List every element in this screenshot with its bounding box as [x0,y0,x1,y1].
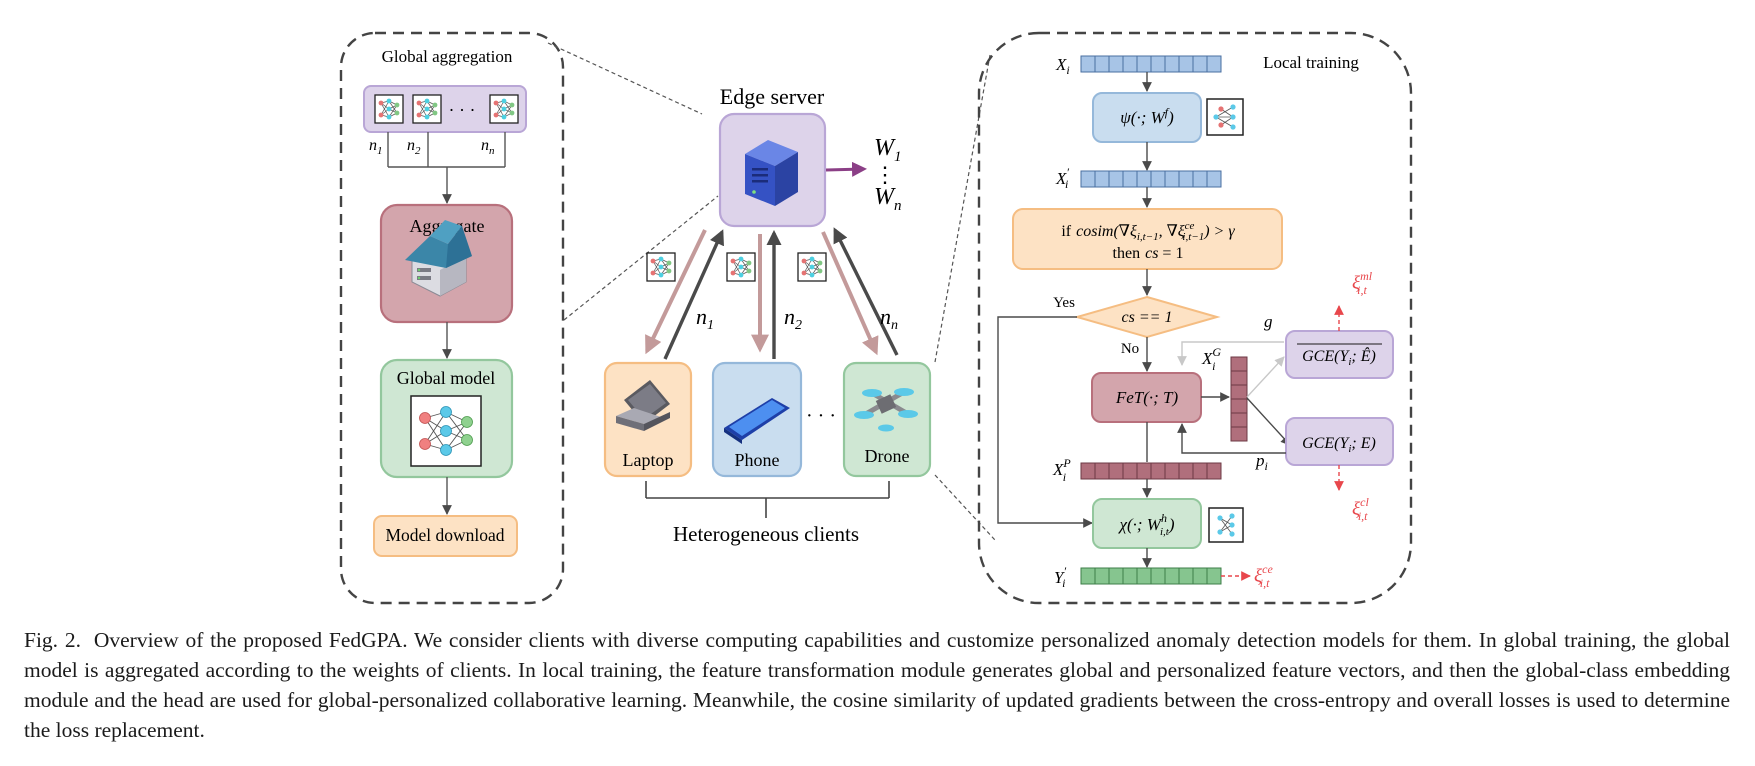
edge-server-title: Edge server [720,84,825,109]
phone-icon [724,398,790,444]
yi-prime-label: Y′i [1054,564,1066,590]
house-icon [405,220,472,297]
download-model-icon-laptop [646,252,676,282]
model-download-box [373,515,518,557]
phone-label: Phone [735,450,780,470]
drone-icon [854,388,918,432]
server-output-arrow [825,161,867,177]
download-arrow-laptop [645,229,707,355]
drone-label: Drone [865,446,910,466]
g-feedback-path [1177,341,1284,366]
global-network-icon [410,395,482,467]
server-output-dots: ⋮ [874,162,896,187]
client-model-1-icon [374,94,404,124]
clients-ellipsis: · · · [806,405,836,427]
zoom-line-global-bottom [563,195,719,321]
no-label: No [1121,341,1139,357]
aggregation-connector [387,132,506,204]
figure-caption: Fig. 2. Overview of the proposed FedGPA.… [24,625,1730,745]
download-model-icon-phone [726,252,756,282]
upload-arrow-drone [833,227,899,356]
figure-label: Fig. 2. [24,628,82,652]
client-models-ellipsis: · · · [449,100,476,120]
output-prediction-vector [1080,567,1222,585]
input-feature-vector [1080,55,1222,73]
client-model-n-icon [489,94,519,124]
server-output-w1: W1 [874,135,902,165]
g-label: g [1264,312,1273,331]
server-output-wn: Wn [874,184,902,214]
weight-nn-label: nn [481,137,495,157]
figure-caption-text: Overview of the proposed FedGPA. We cons… [24,628,1731,742]
server-icon [745,140,798,206]
download-arrow-drone [821,231,879,356]
extractor-network-icon [1206,98,1244,136]
fet-module-label: FeT(·; T) [1115,388,1179,407]
global-model-label: Global model [397,368,495,388]
weight-n1-label: n1 [369,137,383,157]
xi-prime-label: X′i [1055,165,1069,191]
zoom-line-local-top [934,54,991,363]
psi-extractor-label: ψ(·; Wf) [1120,105,1174,127]
local-training-title: Local training [1263,53,1359,72]
client-model-2-icon [412,94,442,124]
gce-label: GCE(Yi; E) [1302,435,1376,455]
upload-weight-n1: n1 [696,304,714,333]
upload-weight-n2: n2 [784,304,802,333]
global-aggregation-panel [339,31,565,605]
transformed-feature-vector [1080,170,1222,188]
zoom-line-local-bottom [934,474,996,541]
download-model-icon-drone [797,252,827,282]
xg-to-gce-arrow [1246,397,1291,446]
zoom-line-global-top [547,42,703,115]
laptop-label: Laptop [623,450,674,470]
weight-n2-label: n2 [407,137,421,157]
xg-to-gce-hat-arrow [1246,356,1285,398]
local-training-panel [977,31,1413,605]
xi-label: Xi [1055,55,1070,77]
clients-bracket [645,481,890,518]
gce-hat-label: GCE(Yi; Ê) [1302,346,1376,368]
model-download-label: Model download [385,525,504,545]
fedgpa-overview-diagram: Global aggregation · · · n1 n2 nn Aggreg… [339,31,1413,605]
yes-bypass-path [997,316,1093,528]
client-models-bar [363,85,527,133]
upload-weight-nn: nn [880,304,898,333]
cs-decision-label: cs == 1 [1122,309,1173,326]
pi-feedback-path [1177,423,1286,454]
personalized-feature-vector [1080,462,1222,480]
yes-label: Yes [1053,295,1075,311]
heterogeneous-clients-label: Heterogeneous clients [673,522,859,546]
pi-label: pi [1255,451,1268,473]
upload-arrow-laptop [663,229,724,360]
head-network-icon [1208,507,1244,543]
global-aggregation-title: Global aggregation [382,47,513,66]
global-feature-vector [1230,356,1248,442]
laptop-icon [616,380,670,431]
